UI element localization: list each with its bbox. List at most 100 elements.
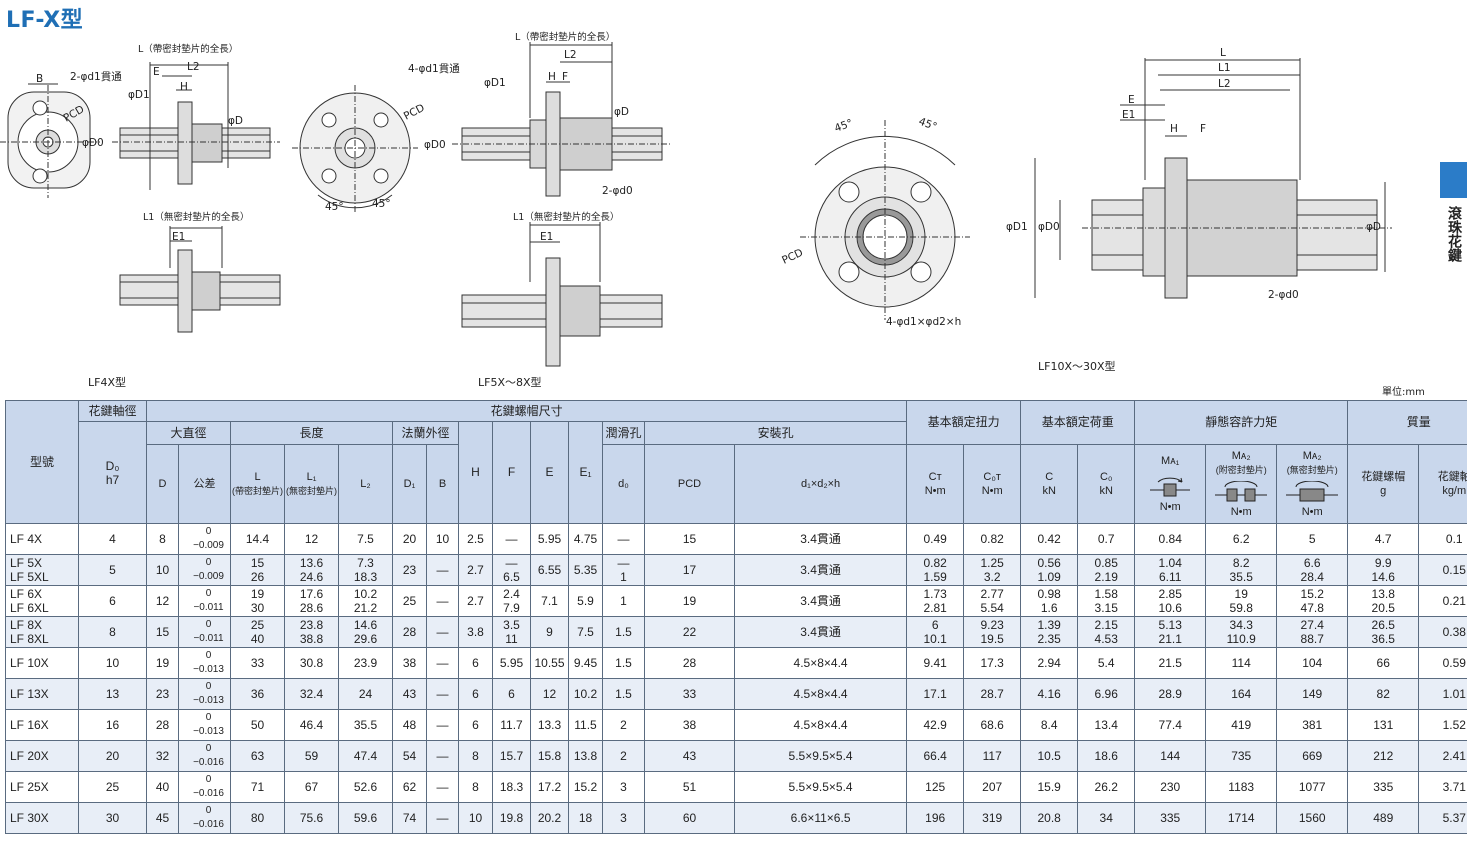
cell-tol: 0−0.013 (178, 678, 231, 710)
cell-d0: 8 (78, 616, 147, 648)
cell-cot: 28.7 (963, 678, 1022, 710)
lf4x-label-e1: E1 (172, 231, 185, 243)
col-f: F (492, 421, 531, 524)
lf10x-label-ang2: 45° (917, 116, 939, 134)
cell-e: 9 (530, 616, 569, 648)
cell-ma2a: 164 (1205, 678, 1278, 710)
cell-pcd: 33 (644, 678, 735, 710)
cell-b: 10 (426, 523, 459, 555)
cell-pcd: 60 (644, 802, 735, 834)
moment-icon-ma2b (1286, 481, 1339, 502)
cell-mount: 3.4貫通 (733, 616, 908, 648)
cell-ma2b: 1077 (1276, 771, 1349, 803)
cell-c: 15.9 (1020, 771, 1079, 803)
cell-d1: 23 (392, 554, 427, 586)
cell-l: 33 (230, 647, 285, 679)
cell-f: 19.8 (492, 802, 531, 834)
col-ma2a: Mᴀ₂(附密封墊片) N•m (1205, 444, 1278, 524)
lf5x-label-e1: E1 (540, 231, 553, 243)
lf4x-label-d1: φD1 (128, 89, 150, 101)
cell-d0h: 1.5 (602, 616, 645, 648)
cell-mount: 3.4貫通 (733, 554, 908, 586)
group-mass: 質量 (1347, 400, 1467, 445)
lf4x-caption: LF4X型 (88, 375, 126, 389)
cell-ma1: 335 (1134, 802, 1207, 834)
cell-d0: 25 (78, 771, 147, 803)
lf5x-side-view (452, 42, 672, 197)
cell-pcd: 28 (644, 647, 735, 679)
cell-c: 4.16 (1020, 678, 1079, 710)
cell-model: LF 4X (5, 523, 79, 555)
lf4x-label-l2: L2 (187, 61, 200, 73)
col-tol: 公差 (178, 444, 231, 524)
lf10x-label-d0-holes: 2-φd0 (1268, 289, 1299, 301)
cell-l1: 30.8 (284, 647, 339, 679)
cell-c: 20.8 (1020, 802, 1079, 834)
col-e: E (530, 421, 569, 524)
lf4x-label-d: φD (228, 115, 243, 127)
cell-h: 2.5 (458, 523, 493, 555)
col-mount: d₁×d₂×h (733, 444, 908, 524)
lf10x-label-l1: L1 (1218, 62, 1231, 74)
lf5x-label-f: F (562, 71, 568, 83)
cell-h: 10 (458, 802, 493, 834)
cell-b: — (426, 771, 459, 803)
cell-mount: 3.4貫通 (733, 523, 908, 555)
cell-ma2b: 104 (1276, 647, 1349, 679)
cell-c0: 34 (1077, 802, 1136, 834)
col-d: D (146, 444, 179, 524)
cell-e: 6.55 (530, 554, 569, 586)
cell-tol: 0−0.009 (178, 523, 231, 555)
cell-l2: 24 (338, 678, 393, 710)
cell-d: 8 (146, 523, 179, 555)
lf10x-label-e: E (1128, 94, 1135, 106)
cell-l1: 75.6 (284, 802, 339, 834)
col-ma1: Mᴀ₁ N•m (1134, 444, 1207, 524)
cell-ma2a: 6.2 (1205, 523, 1278, 555)
lf4x-label-b: B (36, 73, 43, 85)
cell-b: — (426, 585, 459, 617)
lf10x-label-holes: 4-φd1×φd2×h (886, 316, 961, 328)
cell-tol: 0−0.016 (178, 740, 231, 772)
cell-l2: 47.4 (338, 740, 393, 772)
cell-d0h: 3 (602, 771, 645, 803)
side-tab-label: 滾珠花鍵 (1446, 206, 1462, 262)
lf10x-caption: LF10X～30X型 (1038, 359, 1116, 373)
cell-cot: 207 (963, 771, 1022, 803)
cell-b: — (426, 616, 459, 648)
cell-d0h: 3 (602, 802, 645, 834)
cell-b: — (426, 802, 459, 834)
cell-ma2a: 1183 (1205, 771, 1278, 803)
cell-d0: 10 (78, 647, 147, 679)
cell-h: 6 (458, 647, 493, 679)
cell-tol: 0−0.011 (178, 585, 231, 617)
col-l1: L₁(無密封墊片) (284, 444, 339, 524)
side-tab-marker (1440, 162, 1467, 198)
cell-mount: 5.5×9.5×5.4 (733, 740, 908, 772)
cell-mount: 6.6×11×6.5 (733, 802, 908, 834)
cell-d: 15 (146, 616, 179, 648)
col-l2: L₂ (338, 444, 393, 524)
cell-e1: 11.5 (568, 709, 603, 741)
lf5x-l1-view (461, 222, 663, 367)
cell-ma2b: 669 (1276, 740, 1349, 772)
cell-h: 3.8 (458, 616, 493, 648)
cell-f: 11.7 (492, 709, 531, 741)
cell-mshaft: 0.1 (1418, 523, 1467, 555)
cell-tol: 0−0.011 (178, 616, 231, 648)
cell-e1: 4.75 (568, 523, 603, 555)
cell-f: —6.5 (492, 554, 531, 586)
